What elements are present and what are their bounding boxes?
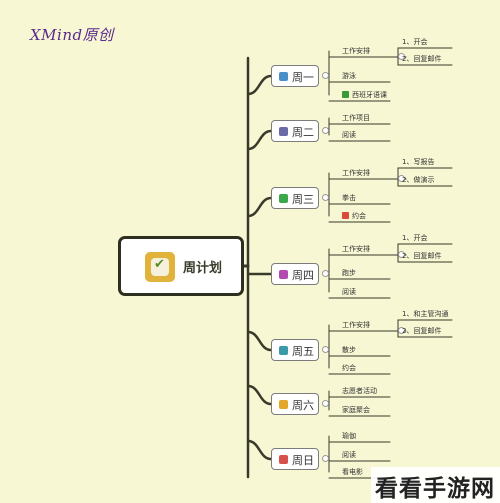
subtopic-label: 工作安排	[342, 245, 370, 253]
check-icon	[145, 252, 175, 282]
day-label: 周五	[292, 345, 314, 358]
subtopic-label: 阅读	[342, 288, 356, 296]
brand-watermark-text: 看看手游网	[375, 476, 495, 502]
subtopic[interactable]: 约会	[342, 212, 366, 221]
subtopic-label: 约会	[352, 212, 366, 220]
day-branch-connector	[247, 330, 272, 352]
day-branch-connector	[247, 439, 272, 461]
collapse-toggle-icon[interactable]	[322, 400, 329, 407]
grandchild-topic[interactable]: 2、回复邮件	[402, 55, 442, 63]
subtopic[interactable]: 拳击	[342, 194, 356, 203]
subtopic-label: 阅读	[342, 451, 356, 459]
subtopic-label: 工作项目	[342, 114, 370, 122]
subtopic[interactable]: 工作安排	[342, 245, 370, 254]
day-icon	[279, 72, 288, 81]
subtopic[interactable]: 工作安排	[342, 169, 370, 178]
collapse-toggle-icon[interactable]	[322, 455, 329, 462]
subtopic-label: 跑步	[342, 269, 356, 277]
subtopic[interactable]: 工作安排	[342, 321, 370, 330]
central-topic-title: 周计划	[183, 261, 223, 276]
day-node[interactable]: 周四	[271, 263, 319, 285]
day-node[interactable]: 周一	[271, 65, 319, 87]
collapse-toggle-icon[interactable]	[322, 127, 329, 134]
day-branch-connector	[247, 129, 272, 151]
grandchild-topic[interactable]: 1、写报告	[402, 158, 435, 166]
xmind-watermark: XMind原创	[30, 26, 114, 44]
day-icon	[279, 270, 288, 279]
collapse-toggle-icon[interactable]	[398, 53, 405, 60]
subtopic-label: 阅读	[342, 131, 356, 139]
day-label: 周六	[292, 399, 314, 412]
day-branch-connector	[247, 196, 272, 218]
day-label: 周日	[292, 454, 314, 467]
day-icon	[279, 127, 288, 136]
day-node[interactable]: 周三	[271, 187, 319, 209]
subtopic-label: 拳击	[342, 194, 356, 202]
red-heart-icon	[342, 212, 349, 219]
collapse-toggle-icon[interactable]	[322, 72, 329, 79]
grandchild-topic[interactable]: 2、回复邮件	[402, 327, 442, 335]
day-node[interactable]: 周日	[271, 448, 319, 470]
subtopic[interactable]: 工作安排	[342, 47, 370, 56]
collapse-toggle-icon[interactable]	[398, 327, 405, 334]
collapse-toggle-icon[interactable]	[322, 194, 329, 201]
subtopic-label: 约会	[342, 364, 356, 372]
day-label: 周二	[292, 126, 314, 139]
subtopic[interactable]: 西班牙语课	[342, 91, 387, 100]
day-node[interactable]: 周二	[271, 120, 319, 142]
day-label: 周三	[292, 193, 314, 206]
subtopic[interactable]: 游泳	[342, 72, 356, 81]
subtopic-label: 志愿者活动	[342, 387, 377, 395]
collapse-toggle-icon[interactable]	[398, 175, 405, 182]
subtopic[interactable]: 跑步	[342, 269, 356, 278]
day-node[interactable]: 周六	[271, 393, 319, 415]
collapse-toggle-icon[interactable]	[322, 346, 329, 353]
subtopic-label: 家庭聚会	[342, 406, 370, 414]
collapse-toggle-icon[interactable]	[398, 251, 405, 258]
subtopic[interactable]: 阅读	[342, 288, 356, 297]
grandchild-topic[interactable]: 2、回复邮件	[402, 252, 442, 260]
day-node[interactable]: 周五	[271, 339, 319, 361]
subtopic-label: 游泳	[342, 72, 356, 80]
day-label: 周一	[292, 71, 314, 84]
subtopic[interactable]: 看电影	[342, 468, 363, 477]
subtopic-label: 西班牙语课	[352, 91, 387, 99]
subtopic-label: 工作安排	[342, 47, 370, 55]
subtopic[interactable]: 约会	[342, 364, 356, 373]
subtopic[interactable]: 瑜伽	[342, 432, 356, 441]
subtopic[interactable]: 阅读	[342, 451, 356, 460]
collapse-toggle-icon[interactable]	[322, 270, 329, 277]
subtopic-label: 瑜伽	[342, 432, 356, 440]
day-icon	[279, 455, 288, 464]
subtopic[interactable]: 散步	[342, 346, 356, 355]
day-branch-connector	[247, 384, 272, 406]
grandchild-topic[interactable]: 2、做演示	[402, 176, 435, 184]
grandchild-topic[interactable]: 1、开会	[402, 234, 428, 242]
subtopic-label: 散步	[342, 346, 356, 354]
day-label: 周四	[292, 269, 314, 282]
green-check-icon	[342, 91, 349, 98]
subtopic[interactable]: 阅读	[342, 131, 356, 140]
grandchild-topic[interactable]: 1、开会	[402, 38, 428, 46]
subtopic[interactable]: 志愿者活动	[342, 387, 377, 396]
grandchild-topic[interactable]: 1、和主管沟通	[402, 310, 449, 318]
subtopic-label: 工作安排	[342, 321, 370, 329]
brand-watermark: 看看手游网	[371, 467, 500, 503]
day-branch-connector	[247, 74, 272, 96]
subtopic[interactable]: 家庭聚会	[342, 406, 370, 415]
day-icon	[279, 346, 288, 355]
subtopic[interactable]: 工作项目	[342, 114, 370, 123]
subtopic-label: 工作安排	[342, 169, 370, 177]
day-icon	[279, 194, 288, 203]
subtopic-label: 看电影	[342, 468, 363, 476]
central-topic[interactable]: 周计划	[118, 236, 244, 296]
day-icon	[279, 400, 288, 409]
